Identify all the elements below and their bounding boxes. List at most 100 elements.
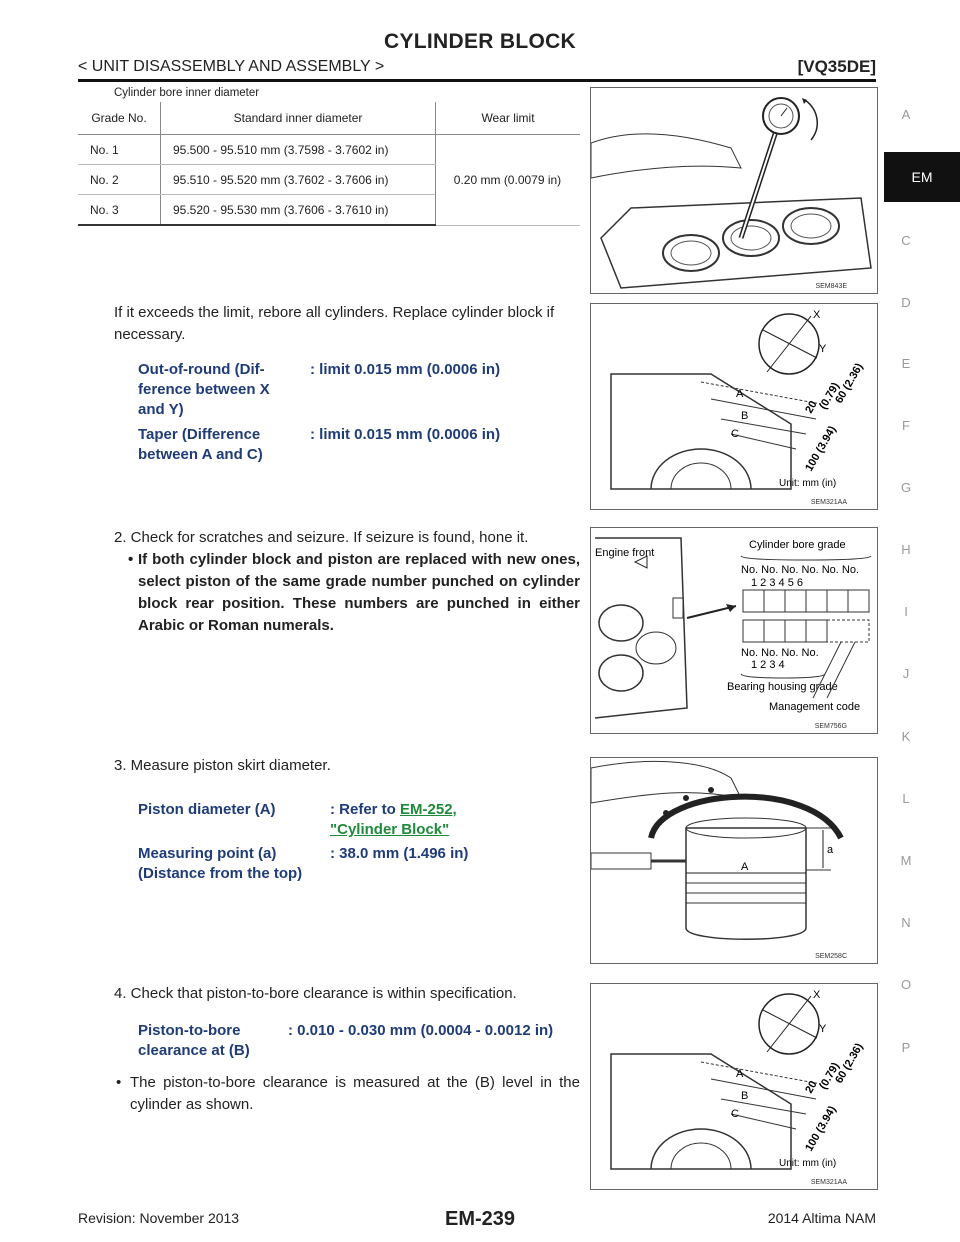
label-100: 100 (3.94) <box>803 1104 839 1154</box>
figure-code: SEM321AA <box>810 499 847 506</box>
measuring-point-label: Measuring point (a) (Distance from the t… <box>138 845 303 882</box>
diameter-cell: 95.510 - 95.520 mm (3.7602 - 3.7606 in) <box>160 164 436 195</box>
piston-diameter-prefix: : Refer to <box>330 801 401 818</box>
figure-code: SEM258C <box>815 953 847 960</box>
label-c: C <box>731 428 739 440</box>
rebore-instruction: If it exceeds the limit, rebore all cyli… <box>114 304 555 343</box>
table-caption: Cylinder bore inner diameter <box>114 87 260 99</box>
label-x: X <box>813 309 821 321</box>
label-x: X <box>813 989 821 1001</box>
measuring-point-value: : 38.0 mm (1.496 in) <box>330 845 469 862</box>
figure-code: SEM756G <box>814 723 847 730</box>
management-code-label: Management code <box>769 701 860 713</box>
revision-date: Revision: November 2013 <box>78 1210 240 1226</box>
breadcrumb: < UNIT DISASSEMBLY AND ASSEMBLY > <box>78 58 385 75</box>
housing-digit-row: 1 2 3 4 <box>751 659 785 671</box>
label-b: B <box>741 410 748 422</box>
piston-diameter-value: : Refer to EM-252, <box>330 800 457 820</box>
step-2: 2. Check for scratches and seizure. If s… <box>114 529 529 546</box>
page-number: EM-239 <box>444 1208 516 1230</box>
column-header: Grade No. <box>78 102 161 135</box>
section-tab-l[interactable]: L <box>902 791 910 806</box>
figure-grade-numbers: Engine front Cylinder bore grade No. No.… <box>590 527 878 734</box>
out-of-round-value: : limit 0.015 mm (0.0006 in) <box>310 361 501 378</box>
section-tab-h[interactable]: H <box>901 542 911 557</box>
section-tab-a[interactable]: A <box>901 107 911 122</box>
model-year: 2014 Altima NAM <box>767 1210 876 1226</box>
bore-no-row: No. No. No. No. No. No. <box>741 564 859 576</box>
housing-no-row: No. No. No. No. <box>741 647 819 659</box>
section-tab-c[interactable]: C <box>901 233 911 248</box>
section-tab-e[interactable]: E <box>901 356 911 371</box>
diameter-cell: 95.500 - 95.510 mm (3.7598 - 3.7602 in) <box>160 134 436 165</box>
column-header: Standard inner diameter <box>160 102 436 135</box>
label-a: A <box>736 388 744 400</box>
section-tab-i[interactable]: I <box>904 604 908 619</box>
piston-diameter-link-line: "Cylinder Block" <box>330 820 449 840</box>
grade-cell: No. 2 <box>78 164 161 195</box>
step-2-bullet: If both cylinder block and piston are re… <box>138 551 580 634</box>
housing-grade-label: Bearing housing grade <box>727 681 838 693</box>
grade-cell: No. 3 <box>78 194 161 226</box>
label-c: C <box>731 1108 739 1120</box>
bore-table: Grade No. Standard inner diameter Wear l… <box>78 102 580 226</box>
figure-measure-points: X Y A B C 20 (0.79) 60 (2.36) 100 (3.94)… <box>590 303 878 510</box>
section-tab-o[interactable]: O <box>900 977 912 992</box>
bore-grade-label: Cylinder bore grade <box>749 539 846 551</box>
bullet-dot: • <box>128 551 134 568</box>
label-y: Y <box>819 1023 827 1035</box>
figure-code: SEM843E <box>815 283 847 290</box>
table-row: No. 3 95.520 - 95.530 mm (3.7606 - 3.761… <box>78 194 580 226</box>
section-tab-k[interactable]: K <box>901 729 911 744</box>
label-100: 100 (3.94) <box>803 424 839 474</box>
bore-digit-row: 1 2 3 4 5 6 <box>751 577 803 589</box>
section-tab-d[interactable]: D <box>901 295 911 310</box>
model-code: [VQ35DE] <box>797 57 876 76</box>
page-title: CYLINDER BLOCK <box>383 30 577 53</box>
piston-measure-illustration: A a <box>590 760 844 940</box>
taper-value: : limit 0.015 mm (0.0006 in) <box>310 426 501 443</box>
figure-measure-points-2: X Y A B C 20 (0.79) 60 (2.36) 100 (3.94)… <box>590 983 878 1190</box>
section-tab-m[interactable]: M <box>900 853 912 868</box>
label-60: 60 (2.36) <box>833 1041 866 1085</box>
label-20: 20 <box>803 1079 820 1096</box>
section-tab-p[interactable]: P <box>901 1040 911 1055</box>
label-20: 20 <box>803 399 820 416</box>
link-cylinder-block[interactable]: "Cylinder Block" <box>330 821 450 838</box>
section-tab-g[interactable]: G <box>900 480 912 495</box>
grade-numbers-illustration: Engine front Cylinder bore grade No. No.… <box>594 537 872 719</box>
table-row: No. 1 95.500 - 95.510 mm (3.7598 - 3.760… <box>78 134 580 226</box>
column-header: Wear limit <box>435 102 580 135</box>
section-tab-em-active[interactable]: EM <box>884 152 960 202</box>
unit-label: Unit: mm (in) <box>779 1158 836 1169</box>
piston-diameter-label: Piston diameter (A) <box>138 801 276 818</box>
section-tab-j[interactable]: J <box>902 666 910 681</box>
measure-points-illustration-2: X Y A B C 20 (0.79) 60 (2.36) 100 (3.94)… <box>610 989 866 1170</box>
figure-bore-gauge: SEM843E <box>590 87 878 294</box>
label-60: 60 (2.36) <box>833 361 866 405</box>
step-4: 4. Check that piston-to-bore clearance i… <box>114 985 517 1002</box>
bullet-dot: • <box>116 1074 122 1091</box>
unit-label: Unit: mm (in) <box>779 478 836 489</box>
out-of-round-label: Out-of-round (Dif-ference between X and … <box>138 361 270 418</box>
wear-limit-cell: 0.20 mm (0.0079 in) <box>435 134 580 226</box>
label-a-point: a <box>827 844 834 856</box>
table-row: No. 2 95.510 - 95.520 mm (3.7602 - 3.760… <box>78 164 580 195</box>
clearance-value: : 0.010 - 0.030 mm (0.0004 - 0.0012 in) <box>288 1022 554 1039</box>
bore-gauge-illustration <box>590 97 872 289</box>
section-tab-f[interactable]: F <box>902 418 910 433</box>
step-4-bullet: The piston-to-bore clearance is measured… <box>130 1074 580 1113</box>
section-tab-n[interactable]: N <box>901 915 911 930</box>
taper-label: Taper (Difference between A and C) <box>138 426 263 463</box>
figure-piston-measure: A a SEM258C <box>590 757 878 964</box>
link-em-252[interactable]: EM-252, <box>400 801 457 818</box>
table-header-row: Grade No. Standard inner diameter Wear l… <box>78 102 580 135</box>
header-rule <box>78 79 876 82</box>
measure-points-illustration: X Y A B C 20 (0.79) 60 (2.36) 100 (3.94)… <box>610 309 866 490</box>
label-b: B <box>741 1090 748 1102</box>
label-a-diameter: A <box>741 861 749 873</box>
clearance-label: Piston-to-bore clearance at (B) <box>138 1022 250 1059</box>
grade-cell: No. 1 <box>78 134 161 165</box>
step-3: 3. Measure piston skirt diameter. <box>114 757 331 774</box>
diameter-cell: 95.520 - 95.530 mm (3.7606 - 3.7610 in) <box>160 194 436 226</box>
